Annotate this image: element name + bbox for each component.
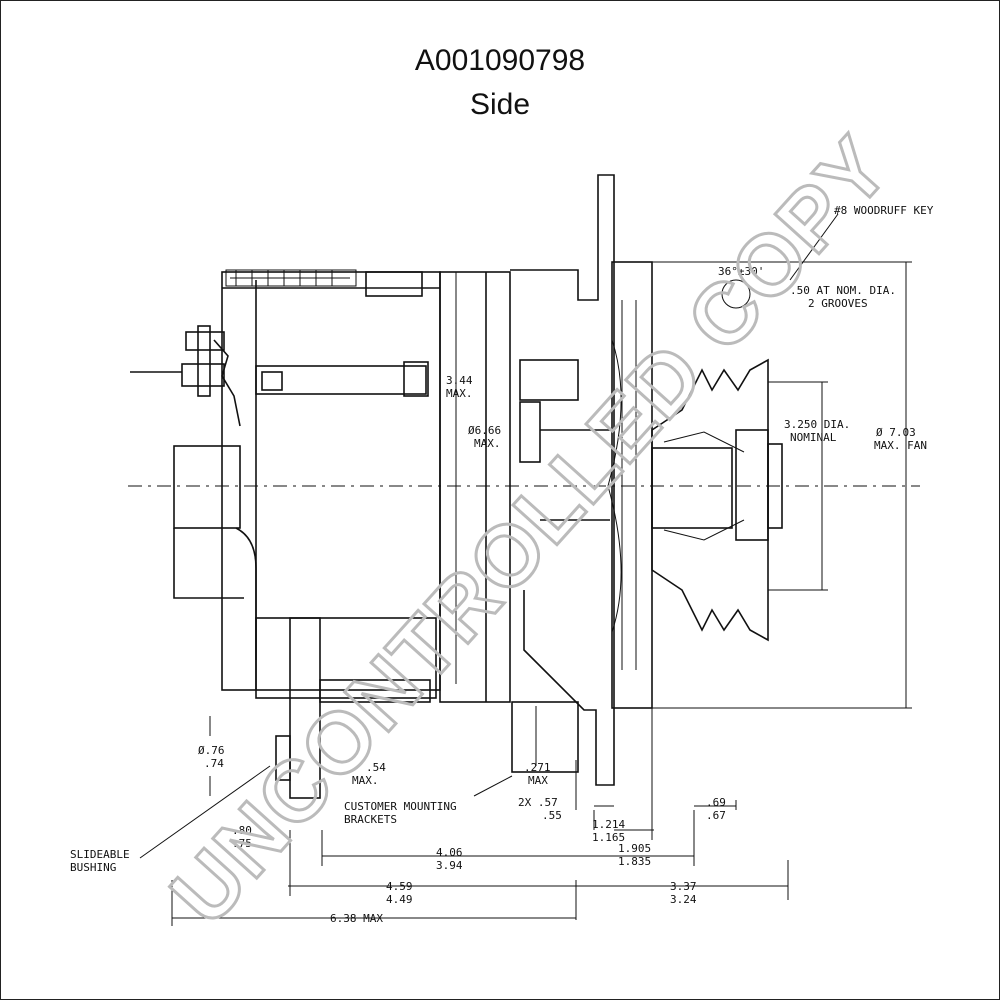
label-069-2: .67: [706, 809, 726, 822]
rear-mount-boss: [173, 445, 437, 799]
label-nom-dia-2: 2 GROOVES: [808, 297, 868, 310]
terminal-studs: [130, 325, 429, 427]
label-406-1: 4.06: [436, 846, 463, 859]
label-271-2: MAX: [528, 774, 548, 787]
label-057-1: 2X .57: [518, 796, 558, 809]
pulley: [651, 279, 783, 642]
label-057-2: .55: [542, 809, 562, 822]
label-054-2: MAX.: [352, 774, 379, 787]
label-638: 6.38 MAX: [330, 912, 383, 925]
label-271-1: .271: [524, 761, 551, 774]
label-344-2: MAX.: [446, 387, 473, 400]
label-337-1: 3.37: [670, 880, 697, 893]
label-344-1: 3.44: [446, 374, 473, 387]
label-459-2: 4.49: [386, 893, 413, 906]
label-666-2: MAX.: [474, 437, 501, 450]
label-1905-2: 1.835: [618, 855, 651, 868]
label-666-1: Ø6.66: [468, 424, 501, 437]
label-1905-1: 1.905: [618, 842, 651, 855]
label-406-2: 3.94: [436, 859, 463, 872]
label-459-1: 4.59: [386, 880, 413, 893]
part-number-title: A001090798: [414, 44, 586, 77]
label-fan-2: MAX. FAN: [874, 439, 927, 452]
label-fan-1: Ø 7.03: [876, 426, 916, 439]
view-subtitle: Side: [469, 88, 531, 121]
label-080-2: .75: [232, 837, 252, 850]
label-076-2: .74: [204, 757, 224, 770]
label-1214-2: 1.165: [592, 831, 625, 844]
label-076-1: Ø.76: [198, 744, 225, 757]
label-bracket-1: CUSTOMER MOUNTING: [344, 800, 457, 813]
label-woodruff-key: #8 WOODRUFF KEY: [834, 204, 934, 217]
label-bushing-2: BUSHING: [70, 861, 116, 874]
label-pulley-dia-1: 3.250 DIA.: [784, 418, 850, 431]
label-1214-1: 1.214: [592, 818, 625, 831]
label-054-1: .54: [366, 761, 386, 774]
label-angle: 36°±30': [718, 265, 764, 278]
label-bracket-2: BRACKETS: [344, 813, 397, 826]
label-069-1: .69: [706, 796, 726, 809]
dimension-lines: [139, 213, 912, 926]
label-337-2: 3.24: [670, 893, 697, 906]
label-080-1: .80: [232, 824, 252, 837]
watermark-uncontrolled-copy: UNCONTROLLED COPY: [153, 118, 909, 942]
label-bushing-1: SLIDEABLE: [70, 848, 130, 861]
label-pulley-dia-2: NOMINAL: [790, 431, 837, 444]
label-nom-dia-1: .50 AT NOM. DIA.: [790, 284, 896, 297]
